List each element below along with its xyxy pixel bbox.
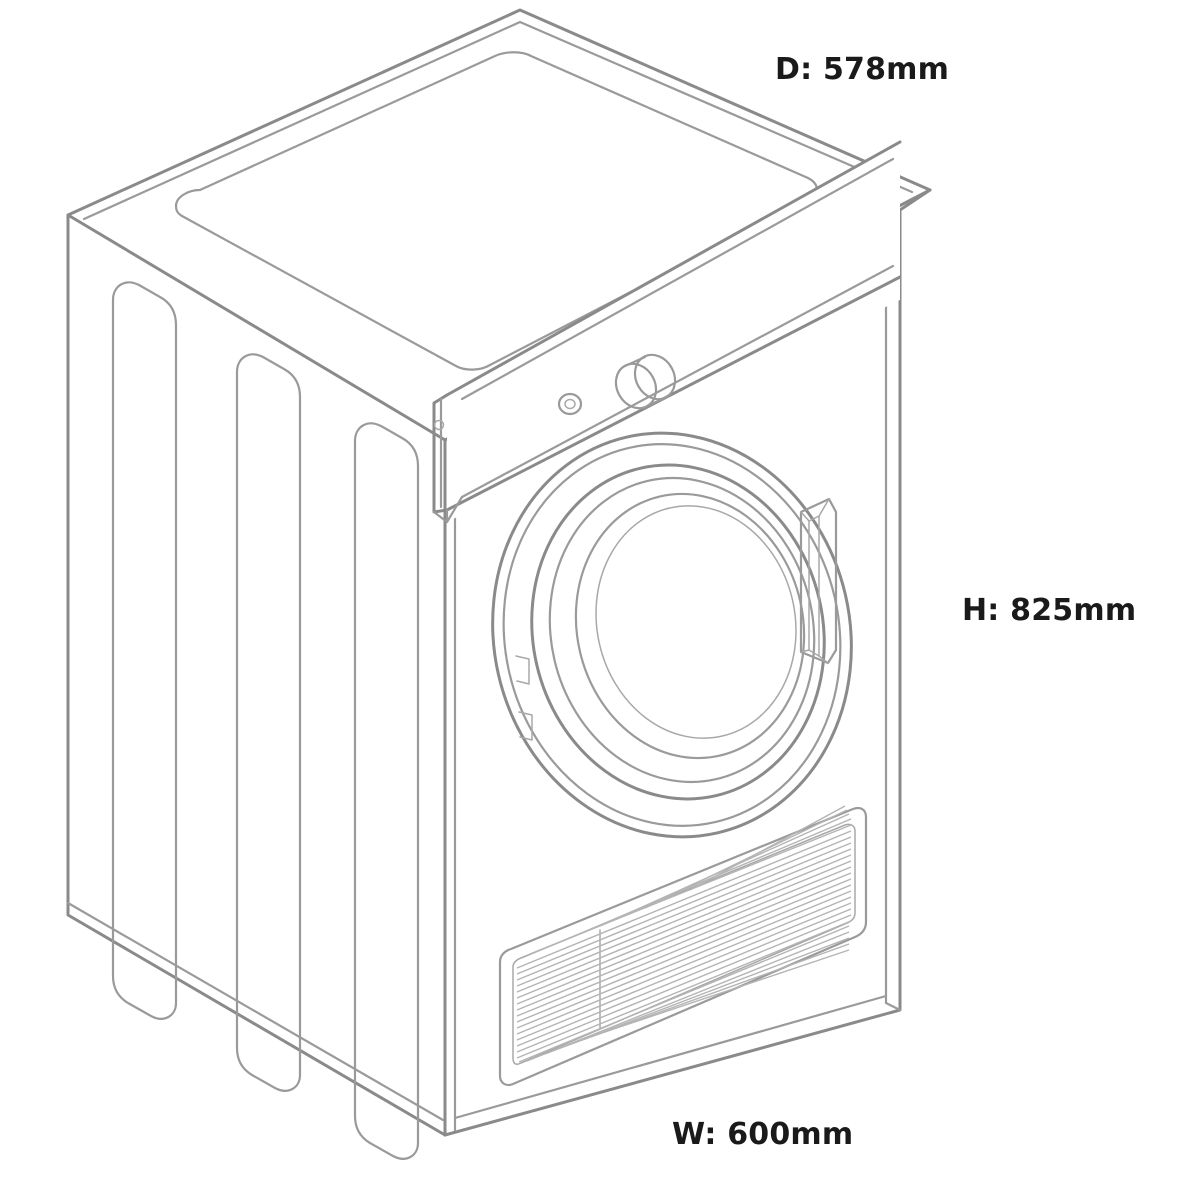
left-side-panel-face — [68, 215, 445, 1135]
vent-grille-inner-frame — [512, 823, 856, 1065]
right-front-outline — [443, 188, 932, 1137]
door-hinges — [515, 655, 533, 741]
knob-top-tangent — [623, 355, 647, 368]
door-handle[interactable] — [799, 497, 838, 665]
door-hinge-lower — [518, 711, 533, 741]
porthole-door[interactable] — [453, 397, 891, 873]
start-button-inner-dot — [564, 398, 576, 410]
start-button-outer-ring — [557, 392, 583, 416]
front-bottom-inner-edge — [453, 994, 888, 1120]
lower-vent-grille — [498, 805, 868, 1087]
top-lip-edge — [82, 20, 914, 221]
dimension-label-depth: D: 578mm — [775, 52, 950, 87]
door-handle-bottom-facet — [800, 649, 829, 664]
door-handle-top-facet — [800, 498, 830, 522]
control-panel-bottom-edge — [445, 275, 902, 512]
panel-screw-icon — [433, 419, 445, 431]
left-side-outline — [66, 213, 447, 1137]
door-bezel-outer — [491, 431, 853, 839]
dimension-label-height: H: 825mm — [962, 593, 1137, 628]
side-rib-2 — [235, 353, 302, 1092]
dimension-label-width: W: 600mm — [672, 1117, 854, 1152]
control-panel-top-edge — [445, 140, 902, 397]
side-bottom-inner-edge — [66, 901, 445, 1122]
control-panel[interactable] — [432, 140, 902, 524]
vent-grille-louvres — [516, 805, 852, 1063]
door-bezel-inner — [502, 443, 842, 827]
control-panel-top-inner-edge — [460, 157, 895, 401]
control-panel-bottom-inner-edge — [460, 264, 895, 499]
side-rib-1 — [111, 281, 178, 1020]
knob-bottom-tangent — [645, 395, 669, 408]
side-rib-3 — [353, 422, 420, 1160]
program-selector-knob[interactable] — [608, 348, 683, 416]
door-hinge-upper — [515, 655, 530, 685]
start-button[interactable] — [557, 392, 583, 416]
drum-opening — [595, 505, 797, 739]
control-panel-face — [447, 142, 900, 522]
side-panel-ribs — [111, 281, 420, 1160]
vent-grille-frame — [498, 806, 868, 1087]
front-bottom-right-tick — [884, 1001, 902, 1012]
